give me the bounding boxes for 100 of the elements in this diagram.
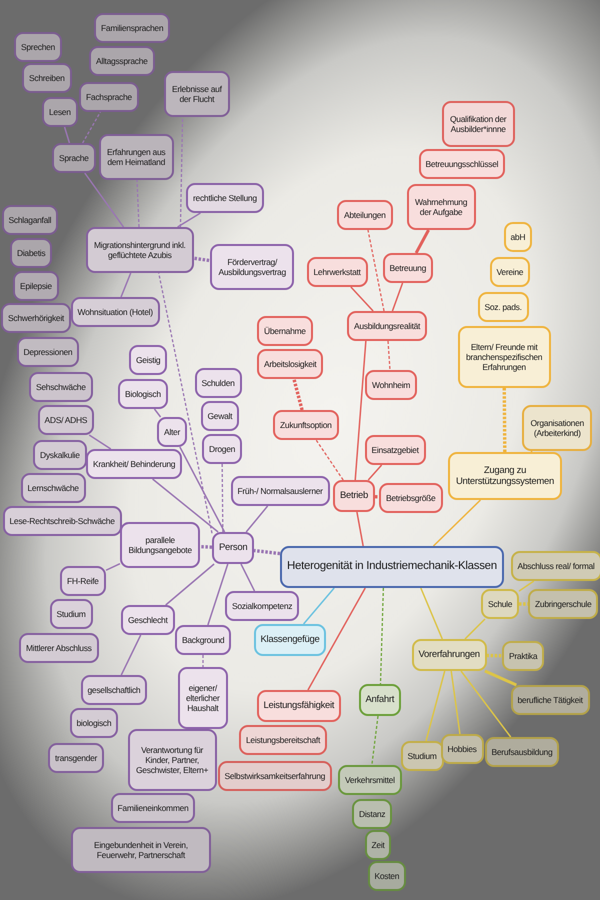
branch-line bbox=[354, 340, 367, 480]
topic-node: Berufsausbildung bbox=[484, 737, 560, 767]
branch-line bbox=[450, 670, 461, 734]
topic-node: Abteilungen bbox=[337, 200, 393, 230]
branch-line bbox=[120, 634, 142, 676]
topic-node: transgender bbox=[48, 743, 104, 773]
topic-node: Ausbildungsrealität bbox=[347, 311, 428, 341]
topic-node: Zugang zu Unterstützungssystemen bbox=[448, 452, 562, 500]
branch-line bbox=[240, 564, 256, 592]
topic-node: Dyskalkulie bbox=[33, 440, 87, 470]
topic-node: Schwerhörigkeit bbox=[1, 303, 71, 333]
branch-line bbox=[106, 563, 120, 571]
topic-node: Betreuung bbox=[382, 253, 434, 283]
branch-line bbox=[518, 580, 534, 592]
topic-node: Sehschwäche bbox=[29, 372, 93, 402]
topic-node: Biologisch bbox=[118, 379, 168, 409]
topic-node: Abschluss real/ formal bbox=[510, 551, 600, 581]
topic-node: Schlaganfall bbox=[2, 205, 58, 235]
branch-line bbox=[502, 388, 506, 452]
topic-node: Verkehrsmittel bbox=[338, 765, 402, 795]
branch-line bbox=[165, 563, 215, 606]
topic-node: Klassengefüge bbox=[254, 624, 326, 656]
topic-node: Familieneinkommen bbox=[110, 793, 196, 823]
branch-line bbox=[484, 670, 517, 686]
topic-node: Früh-/ Normalsauslerner bbox=[230, 476, 330, 506]
topic-node: Fachsprache bbox=[79, 82, 139, 112]
branch-line bbox=[380, 588, 384, 684]
branch-line bbox=[371, 716, 379, 766]
branch-line bbox=[519, 602, 528, 606]
topic-node: Diabetis bbox=[10, 238, 52, 268]
topic-node: Erfahrungen aus dem Heimatland bbox=[98, 134, 174, 180]
branch-line bbox=[207, 564, 228, 626]
topic-node: Praktika bbox=[502, 641, 544, 671]
topic-node: Soz. pads. bbox=[478, 292, 529, 322]
branch-line bbox=[432, 499, 481, 547]
branch-line bbox=[202, 655, 204, 667]
topic-node: Fördervertrag/ Ausbildungsvertrag bbox=[210, 244, 294, 290]
topic-node: abH bbox=[504, 222, 532, 252]
branch-line bbox=[420, 588, 443, 640]
topic-node: berufliche Tätigkeit bbox=[510, 685, 590, 715]
branch-line bbox=[120, 272, 132, 298]
topic-node: Krankheit/ Behinderung bbox=[86, 449, 182, 479]
topic-node: Studium bbox=[50, 599, 93, 629]
topic-node: Alter bbox=[157, 417, 187, 447]
topic-node: Lehrwerkstatt bbox=[306, 257, 368, 287]
topic-node: Alltagssprache bbox=[89, 46, 155, 76]
branch-line bbox=[154, 408, 162, 418]
topic-node: Organisationen (Arbeiterkind) bbox=[522, 405, 592, 451]
topic-node: Studium bbox=[400, 741, 444, 771]
topic-node: Sprechen bbox=[14, 32, 62, 62]
topic-node: Eltern/ Freunde mit branchenspezifischen Erfahrungen bbox=[458, 326, 551, 388]
branch-line bbox=[460, 670, 512, 738]
branch-line bbox=[180, 116, 184, 228]
branch-line bbox=[464, 618, 486, 640]
topic-node: Qualifikation der Ausbilder*innne bbox=[442, 101, 515, 147]
topic-node: Person bbox=[212, 532, 254, 564]
topic-node: Sprache bbox=[52, 143, 96, 173]
topic-node: Leistungsbereitschaft bbox=[239, 725, 328, 755]
topic-node: Geschlecht bbox=[121, 605, 175, 635]
topic-node: rechtliche Stellung bbox=[186, 183, 264, 213]
topic-node: Betriebsgröße bbox=[379, 483, 442, 513]
branch-line bbox=[200, 544, 212, 549]
branch-line bbox=[179, 446, 226, 532]
topic-node: Mittlerer Abschluss bbox=[19, 633, 99, 663]
branch-line bbox=[152, 478, 219, 533]
central-topic-node: Heterogenität in Industriemechanik-Klassen bbox=[280, 546, 504, 588]
branch-line bbox=[292, 378, 304, 410]
branch-line bbox=[84, 172, 124, 228]
topic-node: FH-Reife bbox=[60, 566, 106, 596]
topic-node: Depressionen bbox=[16, 337, 80, 367]
topic-node: Vorerfahrungen bbox=[412, 639, 487, 671]
topic-node: Vereine bbox=[490, 257, 530, 287]
topic-node: Arbeitslosigkeit bbox=[257, 349, 324, 379]
topic-node: Lesen bbox=[42, 97, 78, 127]
topic-node: Übernahme bbox=[257, 316, 313, 346]
topic-node: Eingebundenheit in Verein, Feuerwehr, Partnerschaft bbox=[71, 827, 211, 873]
branch-line bbox=[356, 512, 364, 546]
topic-node: Verantwortung für Kinder, Partner, Geschwister, Eltern+ bbox=[128, 729, 217, 791]
branch-line bbox=[158, 272, 213, 534]
topic-node: ADS/ ADHS bbox=[38, 405, 94, 435]
topic-node: Zubringerschule bbox=[528, 589, 598, 619]
topic-node: Background bbox=[175, 625, 232, 655]
branch-line bbox=[194, 256, 210, 262]
branch-line bbox=[254, 548, 280, 556]
topic-node: biologisch bbox=[70, 708, 118, 738]
topic-node: Geistig bbox=[129, 345, 168, 375]
topic-node: Distanz bbox=[352, 799, 392, 829]
branch-line bbox=[177, 212, 201, 228]
topic-node: gesellschaftlich bbox=[80, 675, 148, 705]
branch-line bbox=[350, 286, 374, 312]
branch-line bbox=[374, 495, 380, 499]
branch-line bbox=[486, 654, 502, 658]
topic-node: Betrieb bbox=[333, 480, 376, 512]
topic-node: Gewalt bbox=[200, 401, 240, 431]
topic-node: Epilepsie bbox=[13, 271, 59, 301]
topic-node: Familiensprachen bbox=[94, 13, 170, 43]
topic-node: Leistungsfähigkeit bbox=[256, 690, 342, 722]
branch-line bbox=[82, 112, 101, 144]
branch-line bbox=[136, 180, 140, 228]
branch-line bbox=[414, 229, 430, 254]
